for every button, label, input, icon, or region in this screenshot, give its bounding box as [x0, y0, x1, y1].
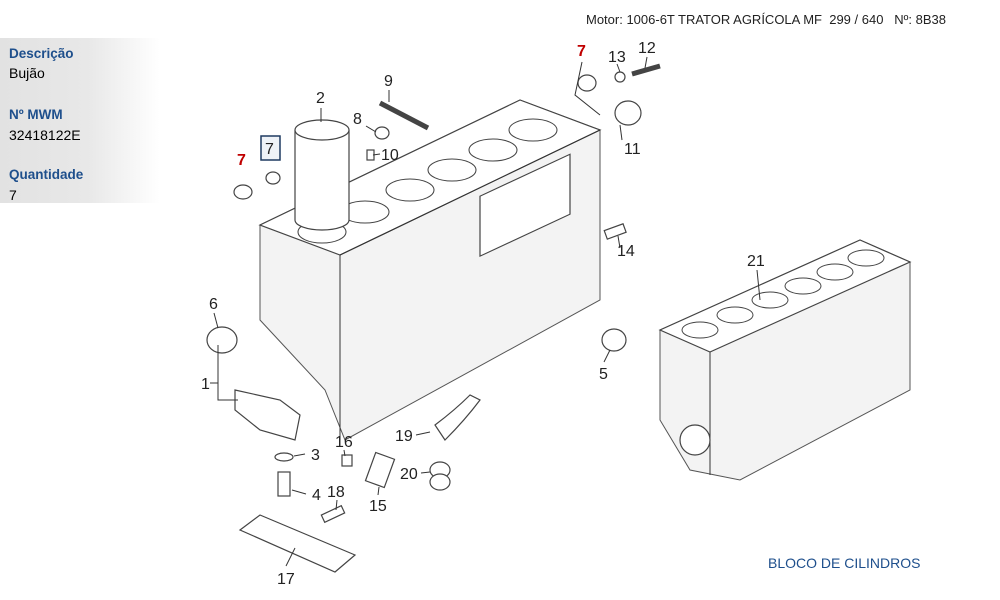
callout-17[interactable]: 17: [277, 571, 295, 588]
part-info-panel: Descrição Bujão Nº MWM 32418122E Quantid…: [0, 38, 160, 203]
callout-19[interactable]: 19: [395, 428, 413, 445]
quantity-label: Quantidade: [9, 167, 84, 182]
callout-1[interactable]: 1: [201, 376, 210, 393]
callout-4[interactable]: 4: [312, 487, 321, 504]
description-label: Descrição: [9, 46, 74, 61]
callout-2[interactable]: 2: [316, 90, 325, 107]
selected-callout-box: [260, 135, 281, 161]
description-value: Bujão: [9, 65, 45, 81]
callout-15[interactable]: 15: [369, 498, 387, 515]
callout-21[interactable]: 21: [747, 253, 765, 270]
callout-11[interactable]: 11: [624, 141, 641, 158]
callout-13[interactable]: 13: [608, 49, 626, 66]
callout-3[interactable]: 3: [311, 447, 320, 464]
callout-7-highlight[interactable]: 7: [577, 43, 586, 60]
callout-12[interactable]: 12: [638, 40, 656, 57]
engine-header: Motor: 1006-6T TRATOR AGRÍCOLA MF 299 / …: [586, 12, 946, 27]
cylinder-block-assembled[interactable]: [658, 239, 912, 481]
callout-labels: 1 2 3 4 5 6 7 7 7 8 9 10 11 12 13 14 15 …: [201, 40, 765, 588]
callout-9[interactable]: 9: [384, 73, 393, 90]
callout-16[interactable]: 16: [335, 434, 353, 451]
quantity-value: 7: [9, 187, 17, 203]
callout-7-highlight[interactable]: 7: [237, 152, 246, 169]
callout-7-selected[interactable]: 7: [265, 141, 274, 158]
leader-lines: [210, 56, 761, 567]
mwm-value: 32418122E: [9, 127, 81, 143]
callout-14[interactable]: 14: [617, 243, 635, 260]
callout-5[interactable]: 5: [599, 366, 608, 383]
cylinder-liner[interactable]: [294, 119, 350, 231]
mwm-label: Nº MWM: [9, 107, 63, 122]
callout-20[interactable]: 20: [400, 466, 418, 483]
diagram-title: BLOCO DE CILINDROS: [768, 555, 921, 571]
callout-8[interactable]: 8: [353, 111, 362, 128]
callout-10[interactable]: 10: [381, 147, 399, 164]
small-parts[interactable]: [206, 63, 661, 573]
callout-6[interactable]: 6: [209, 296, 218, 313]
callout-18[interactable]: 18: [327, 484, 345, 501]
